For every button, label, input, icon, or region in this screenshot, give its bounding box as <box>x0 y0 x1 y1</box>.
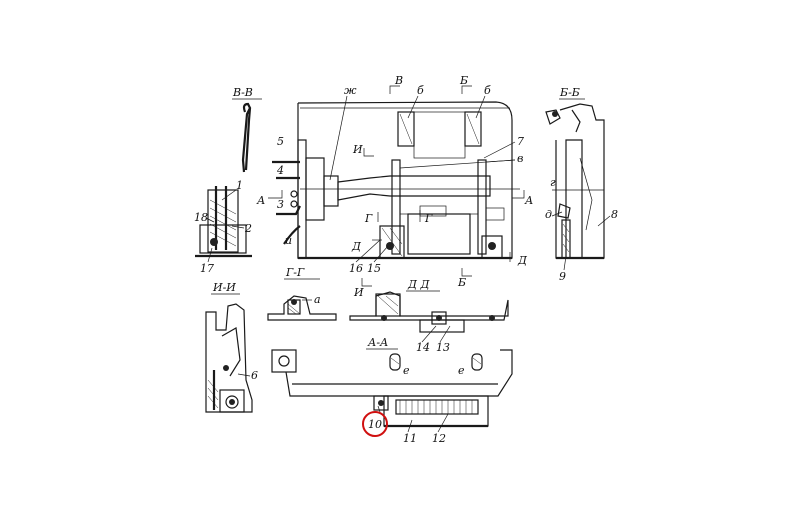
section-aa: А-А е е 11 12 <box>271 336 513 445</box>
label-18: 18 <box>194 211 208 224</box>
label-a: а <box>314 293 321 306</box>
label-b2: б <box>484 84 491 97</box>
section-gg-title: Г-Г <box>285 266 305 279</box>
label-e2: е <box>458 364 465 377</box>
label-5: 5 <box>277 135 284 148</box>
cut-I-bottom: И <box>353 286 364 299</box>
section-ii-title: И-И <box>212 281 236 294</box>
section-bb: Б-Б г д 8 9 <box>545 86 618 283</box>
cut-A-left: А <box>256 194 265 207</box>
label-7: 7 <box>517 135 524 148</box>
label-17: 17 <box>200 262 214 275</box>
label-8: 8 <box>611 208 618 221</box>
label-e1: е <box>403 364 410 377</box>
section-dd: Д Д 14 13 <box>349 278 509 354</box>
section-aa-title: А-А <box>367 336 388 349</box>
main-view: А А В Б Б И И Г Г Д Д ж б б 7 в <box>256 74 533 299</box>
label-g: г <box>550 176 556 189</box>
left-assembly: 1 2 18 17 <box>194 179 252 275</box>
section-vv-title: В-В <box>232 86 253 99</box>
section-ii: И-И 6 <box>205 281 258 413</box>
label-zh: ж <box>344 84 357 97</box>
label-13: 13 <box>436 341 450 354</box>
label-v: в <box>517 152 523 165</box>
label-9: 9 <box>559 270 566 283</box>
cut-B-bottom: Б <box>457 276 466 289</box>
label-12: 12 <box>432 432 446 445</box>
section-dd-title: Д Д <box>407 278 430 291</box>
cut-G-right: Г <box>424 212 433 225</box>
label-11: 11 <box>403 432 417 445</box>
label-15: 15 <box>367 262 381 275</box>
label-b1: б <box>417 84 424 97</box>
cut-G-left: Г <box>364 212 373 225</box>
cut-A-right: А <box>524 194 533 207</box>
label-14: 14 <box>416 341 430 354</box>
label-2: 2 <box>244 222 252 235</box>
cut-I-top: И <box>352 143 363 156</box>
label-3: 3 <box>277 198 284 211</box>
cut-D-left: Д <box>351 240 362 253</box>
label-4: 4 <box>276 164 284 177</box>
label-i: и <box>285 234 292 247</box>
cut-B-top: Б <box>459 74 468 87</box>
section-vv: В-В <box>232 86 262 173</box>
highlight-circle <box>362 411 388 437</box>
section-bb-title: Б-Б <box>559 86 580 99</box>
section-gg: Г-Г а <box>267 266 337 321</box>
cut-V: В <box>394 74 403 87</box>
cut-D-right: Д <box>517 254 528 267</box>
label-16: 16 <box>349 262 363 275</box>
label-1: 1 <box>236 179 243 192</box>
label-6: 6 <box>251 369 258 382</box>
label-10: 10 <box>368 418 382 431</box>
label-d: д <box>545 208 552 221</box>
